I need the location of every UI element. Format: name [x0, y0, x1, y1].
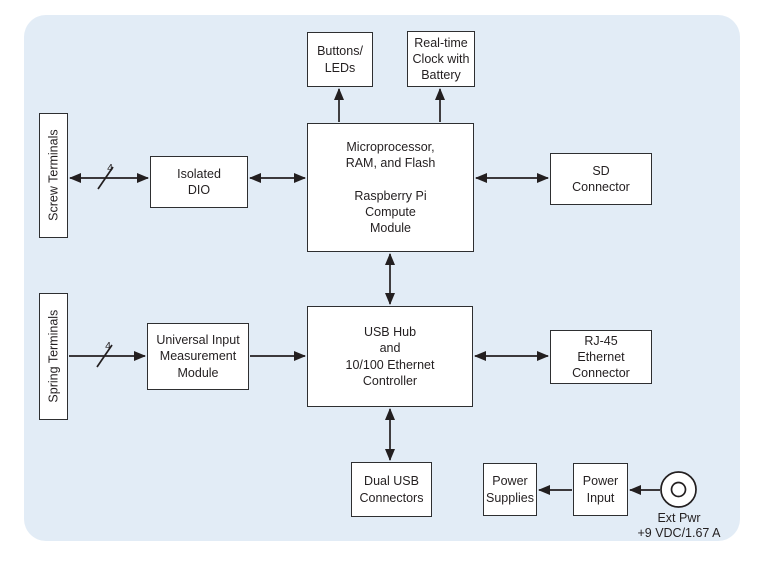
- node-label: Dual USB Connectors: [359, 474, 424, 505]
- bus-width-label-screw: 4: [107, 162, 113, 174]
- node-label: USB Hub and 10/100 Ethernet Controller: [345, 325, 435, 388]
- bus-width-label-spring: 4: [105, 340, 111, 352]
- node-label: Isolated DIO: [177, 166, 221, 197]
- node-spring-terminals: Spring Terminals: [39, 293, 68, 420]
- node-sd-connector: SD Connector: [550, 153, 652, 205]
- node-buttons-leds: Buttons/ LEDs: [307, 32, 373, 87]
- node-universal-input-module: Universal Input Measurement Module: [147, 323, 249, 390]
- node-rj45-connector: RJ-45 Ethernet Connector: [550, 330, 652, 384]
- node-power-supplies: Power Supplies: [483, 463, 537, 516]
- node-label: Power Supplies: [486, 474, 534, 505]
- node-label: Spring Terminals: [46, 310, 61, 403]
- node-usb-hub-ethernet: USB Hub and 10/100 Ethernet Controller: [307, 306, 473, 407]
- ext-power-rating: +9 VDC/1.67 A: [637, 526, 721, 540]
- node-label: Buttons/ LEDs: [317, 44, 363, 75]
- node-realtime-clock: Real-time Clock with Battery: [407, 31, 475, 87]
- node-screw-terminals: Screw Terminals: [39, 113, 68, 238]
- node-label: Real-time Clock with Battery: [412, 35, 470, 83]
- node-microprocessor: Microprocessor, RAM, and Flash Raspberry…: [307, 123, 474, 252]
- node-power-input: Power Input: [573, 463, 628, 516]
- ext-power-label: Ext Pwr: [657, 511, 701, 525]
- node-label: Screw Terminals: [46, 129, 61, 222]
- node-label: Power Input: [582, 474, 619, 505]
- node-isolated-dio: Isolated DIO: [150, 156, 248, 208]
- node-dual-usb-connectors: Dual USB Connectors: [351, 462, 432, 517]
- node-label: Universal Input Measurement Module: [156, 333, 240, 380]
- node-label: SD Connector: [572, 163, 630, 194]
- node-label: RJ-45 Ethernet Connector: [572, 333, 630, 381]
- diagram-background-panel: [24, 15, 740, 541]
- node-label: Microprocessor, RAM, and Flash Raspberry…: [345, 139, 436, 235]
